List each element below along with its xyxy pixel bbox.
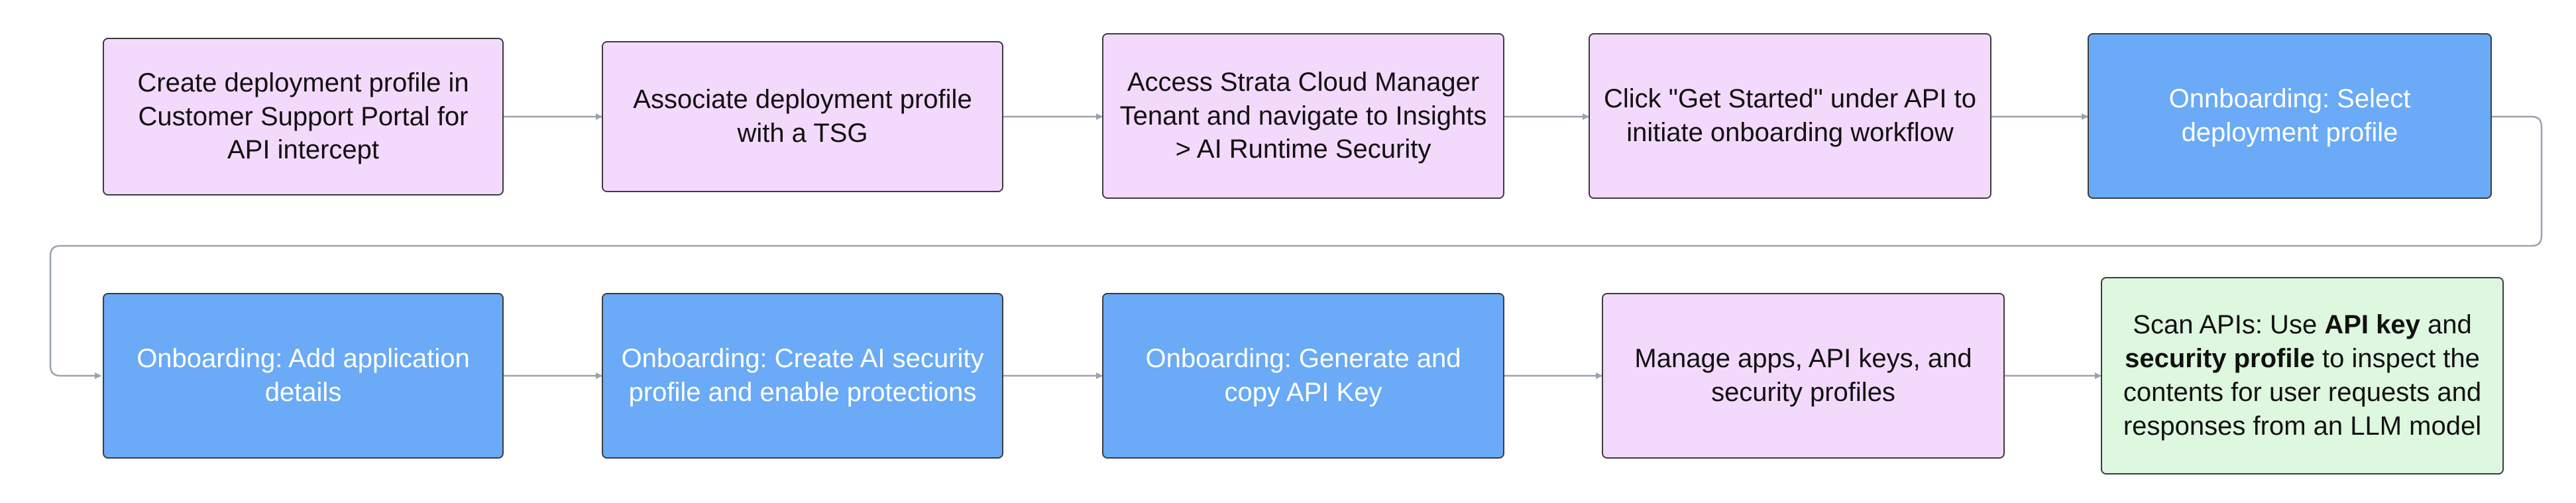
step-onboarding-select-profile: Onnboarding: Select deployment profile <box>2088 33 2492 199</box>
step-access-strata-cloud-manager: Access Strata Cloud Manager Tenant and n… <box>1102 33 1504 199</box>
step-associate-profile-tsg-label: Associate deployment profile with a TSG <box>633 85 972 148</box>
step-associate-profile-tsg: Associate deployment profile with a TSG <box>602 41 1003 192</box>
arrow-n5-n6 <box>49 115 2543 379</box>
step-manage-apps-keys-profiles-label: Manage apps, API keys, and security prof… <box>1634 344 1972 407</box>
step-onboarding-add-app-details: Onboarding: Add application details <box>103 293 504 459</box>
step-manage-apps-keys-profiles: Manage apps, API keys, and security prof… <box>1602 293 2005 459</box>
step-create-deployment-profile: Create deployment profile in Customer Su… <box>103 38 504 196</box>
step-onboarding-generate-api-key-label: Onboarding: Generate and copy API Key <box>1145 344 1461 407</box>
step-access-strata-cloud-manager-label: Access Strata Cloud Manager Tenant and n… <box>1119 67 1487 164</box>
step-create-deployment-profile-label: Create deployment profile in Customer Su… <box>137 68 469 165</box>
step-onboarding-generate-api-key: Onboarding: Generate and copy API Key <box>1102 293 1504 459</box>
step-onboarding-create-security-profile-label: Onboarding: Create AI security profile a… <box>621 344 984 407</box>
step-get-started-api: Click "Get Started" under API to initiat… <box>1589 33 1991 199</box>
step-onboarding-add-app-details-label: Onboarding: Add application details <box>137 344 470 407</box>
step-scan-apis-label: Scan APIs: Use API key and security prof… <box>2123 310 2482 441</box>
step-onboarding-select-profile-label: Onnboarding: Select deployment profile <box>2168 84 2411 147</box>
step-onboarding-create-security-profile: Onboarding: Create AI security profile a… <box>602 293 1003 459</box>
step-get-started-api-label: Click "Get Started" under API to initiat… <box>1604 84 1976 147</box>
step-scan-apis: Scan APIs: Use API key and security prof… <box>2101 277 2504 475</box>
